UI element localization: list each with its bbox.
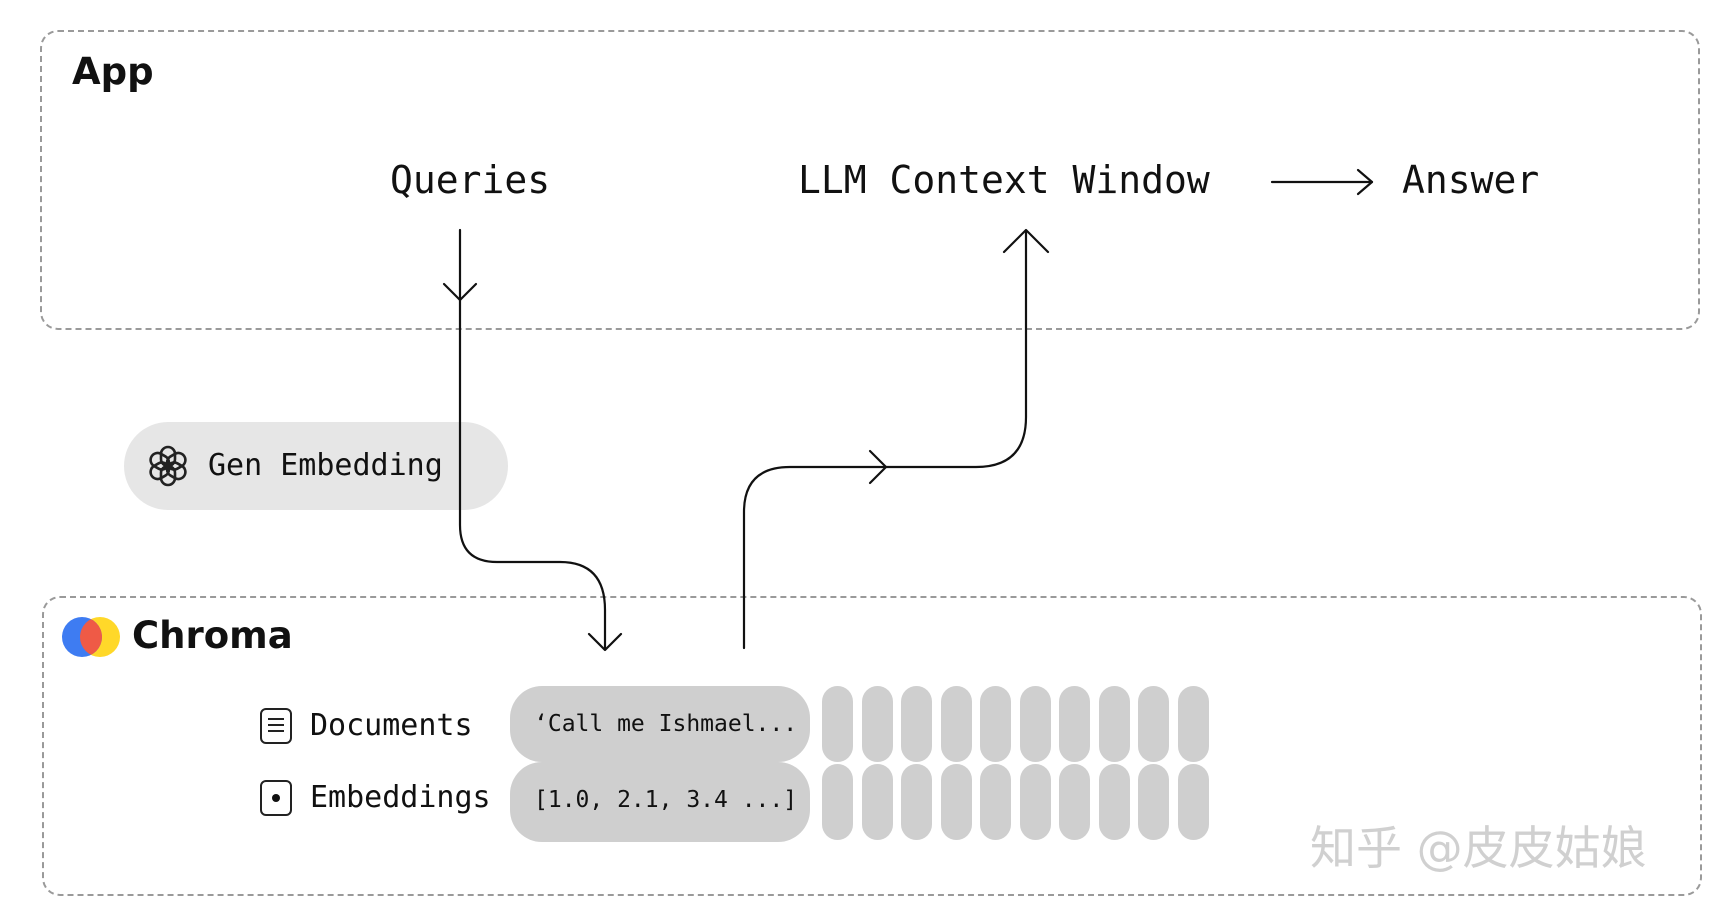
app-title: App [72, 50, 154, 93]
watermark: 知乎 @皮皮姑娘 [1310, 821, 1647, 875]
document-value-pill: ‘Call me Ishmael... [510, 686, 810, 762]
embedding-cell [1098, 764, 1130, 840]
openai-logo-icon [149, 445, 187, 487]
document-cell [1177, 686, 1209, 762]
document-cell [1019, 686, 1051, 762]
embedding-cell [980, 764, 1011, 840]
embedding-value-pill: [1.0, 2.1, 3.4 ...] [510, 762, 810, 842]
chroma-title: Chroma [132, 614, 293, 657]
document-cell [940, 686, 972, 762]
document-cell [1098, 686, 1130, 762]
embedding-cell [1019, 764, 1051, 840]
document-cell [1138, 686, 1169, 762]
embedding-cell [861, 764, 893, 840]
context-arrowhead [1002, 228, 1050, 254]
document-cell [1059, 686, 1090, 762]
document-cell [861, 686, 893, 762]
answer-label: Answer [1402, 158, 1540, 202]
chroma-logo-icon [62, 617, 120, 657]
embedding-cell [1059, 764, 1090, 840]
embedding-icon [260, 780, 292, 816]
documents-label: Documents [310, 708, 473, 743]
document-cell [901, 686, 932, 762]
queries-arrowhead [442, 282, 478, 302]
embedding-cell [901, 764, 932, 840]
llm-context-window-label: LLM Context Window [798, 158, 1210, 202]
queries-label: Queries [390, 158, 551, 202]
chroma-container [42, 596, 1702, 896]
document-icon [260, 708, 292, 744]
embedding-arrowhead [587, 632, 623, 652]
document-cell [822, 686, 853, 762]
gen-embedding-label: Gen Embedding [208, 448, 443, 483]
app-container [40, 30, 1700, 330]
embedding-cell [940, 764, 972, 840]
embedding-cell [1177, 764, 1209, 840]
retrieval-up-line [742, 230, 1028, 650]
document-cell [980, 686, 1011, 762]
embedding-cell [822, 764, 853, 840]
gen-embedding-pill: Gen Embedding [124, 422, 508, 510]
queries-down-line [458, 228, 607, 650]
answer-arrowhead [1356, 168, 1374, 196]
embedding-cell [1138, 764, 1169, 840]
retrieval-mid-arrowhead [868, 449, 888, 485]
embeddings-label: Embeddings [310, 780, 491, 815]
